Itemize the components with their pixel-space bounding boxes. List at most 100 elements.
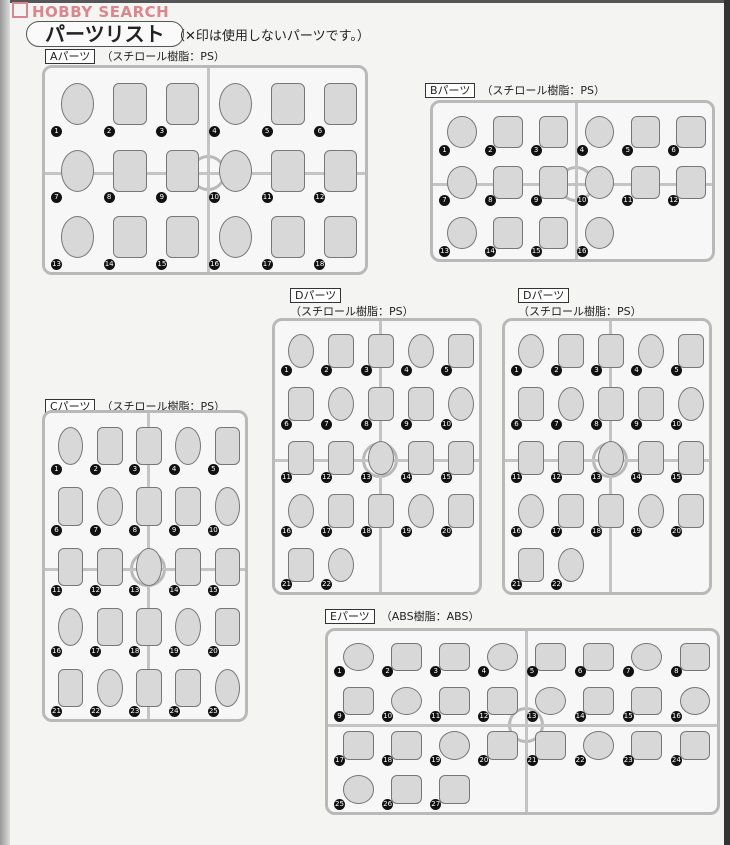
part-c-12 (97, 547, 123, 587)
part-number: 1 (439, 144, 450, 156)
part-number: 13 (591, 472, 602, 484)
part-d2-18 (598, 494, 624, 529)
part-c-2 (97, 427, 123, 466)
part-number: 24 (168, 706, 180, 717)
part-d1-8 (368, 387, 394, 422)
part-number: 10 (382, 710, 394, 722)
part-number: 6 (574, 666, 586, 678)
part-d1-9 (408, 387, 434, 422)
part-number: 11 (622, 195, 634, 207)
page-border-left (0, 0, 10, 845)
part-number: 23 (622, 754, 634, 766)
part-number: 4 (209, 125, 220, 137)
part-d2-9 (638, 387, 664, 422)
part-number: 10 (441, 418, 452, 430)
part-d1-21 (288, 547, 314, 582)
part-number: 5 (671, 365, 682, 377)
part-e-13 (535, 686, 566, 716)
runner-tag: Bパーツ (425, 83, 476, 98)
part-d1-19 (408, 494, 434, 529)
part-e-1 (342, 642, 374, 672)
part-d1-4 (408, 334, 434, 369)
part-b-9 (538, 166, 569, 199)
part-c-25 (214, 668, 241, 707)
part-d1-22 (328, 547, 354, 582)
runner-b-label: Bパーツ （スチロール樹脂：PS） (425, 82, 605, 98)
runner-gate (524, 631, 528, 812)
part-number: 21 (51, 706, 62, 717)
part-e-25 (342, 775, 374, 804)
part-e-22 (583, 731, 615, 760)
part-number: 16 (281, 525, 292, 537)
part-a-2 (113, 83, 147, 125)
part-number: 25 (334, 799, 345, 810)
part-c-23 (136, 668, 162, 707)
part-number: 24 (670, 754, 682, 766)
part-d1-6 (288, 387, 314, 422)
part-b-13 (447, 216, 477, 250)
part-number: 8 (129, 524, 141, 536)
part-d1-2 (328, 334, 354, 369)
part-a-11 (271, 149, 305, 192)
part-d2-8 (598, 387, 624, 422)
part-d2-10 (678, 387, 704, 422)
part-b-1 (447, 115, 477, 148)
part-number: 2 (90, 464, 102, 476)
part-d1-15 (448, 440, 474, 475)
part-number: 13 (439, 246, 450, 257)
part-c-17 (97, 608, 123, 647)
runner-gate (45, 172, 365, 175)
part-number: 13 (526, 710, 538, 722)
runner-material: （スチロール樹脂：PS） (101, 400, 226, 413)
part-number: 10 (576, 195, 588, 207)
part-d1-1 (288, 334, 314, 369)
part-number: 12 (314, 192, 326, 204)
part-d2-1 (518, 334, 544, 369)
part-number: 6 (511, 418, 522, 430)
part-number: 20 (207, 645, 219, 657)
part-e-24 (679, 731, 711, 760)
part-number: 23 (129, 706, 141, 717)
part-number: 9 (156, 192, 168, 204)
page-title: パーツリスト (26, 21, 184, 47)
part-number: 18 (361, 525, 372, 537)
part-a-6 (323, 83, 358, 125)
part-number: 25 (207, 706, 219, 717)
part-d1-14 (408, 440, 434, 475)
part-number: 2 (484, 144, 496, 156)
part-a-4 (218, 83, 253, 125)
part-number: 17 (551, 525, 562, 537)
runner-material: （スチロール樹脂：PS） (481, 84, 605, 97)
watermark-logo: HOBBY SEARCH (12, 2, 169, 21)
part-number: 13 (361, 472, 372, 484)
runner-tag: Aパーツ (45, 49, 96, 64)
part-number: 10 (207, 524, 219, 536)
part-e-5 (535, 642, 566, 672)
part-number: 16 (670, 710, 682, 722)
part-number: 3 (361, 365, 372, 377)
part-number: 17 (321, 525, 332, 537)
part-number: 14 (103, 259, 115, 270)
part-a-3 (165, 83, 200, 125)
part-d2-20 (678, 494, 704, 529)
part-number: 15 (622, 710, 634, 722)
part-d1-11 (288, 440, 314, 475)
part-number: 12 (668, 195, 680, 207)
part-e-17 (342, 731, 374, 760)
runner-tag: Dパーツ (290, 288, 342, 303)
part-number: 15 (207, 585, 219, 597)
part-d2-11 (518, 440, 544, 475)
part-number: 19 (401, 525, 412, 537)
part-c-8 (136, 487, 162, 526)
part-e-14 (583, 686, 615, 716)
runner-material: （スチロール樹脂：PS） (518, 305, 642, 318)
part-c-13 (136, 547, 162, 587)
part-e-7 (631, 642, 663, 672)
part-d2-21 (518, 547, 544, 582)
part-c-11 (57, 547, 84, 587)
part-a-5 (271, 83, 305, 125)
part-number: 3 (430, 666, 442, 678)
part-number: 10 (209, 192, 220, 204)
part-d2-6 (518, 387, 544, 422)
part-number: 5 (526, 666, 538, 678)
